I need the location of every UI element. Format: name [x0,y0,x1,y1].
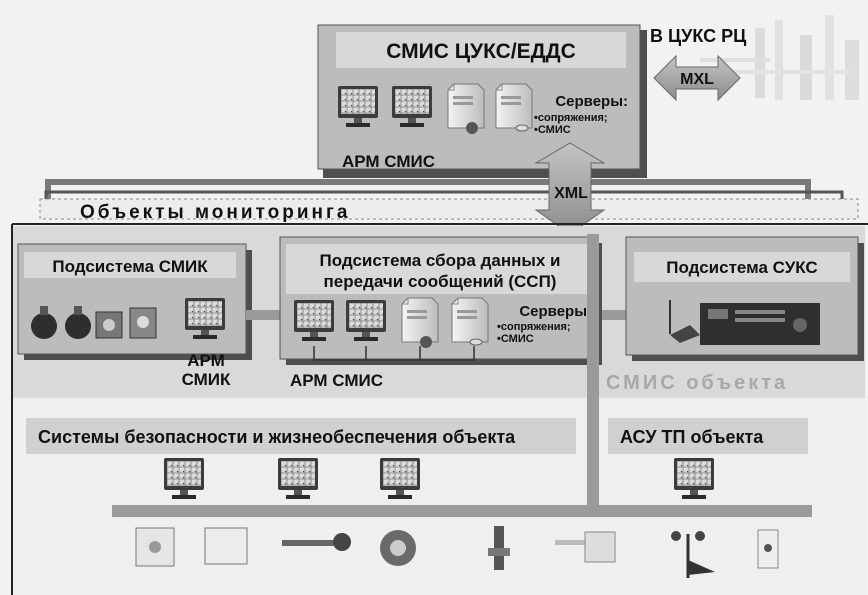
mxl-arrow-label: MXL [680,71,714,88]
server-icon [495,83,533,129]
sensor-icon [65,313,91,339]
ssp-servers-item-2: •СМИС [497,333,534,345]
ssp-servers-title: Серверы: [519,303,592,320]
top-servers-item-1: •сопряжения; [534,112,608,124]
sensor-icon [488,526,510,570]
smik-title: Подсистема СМИК [52,257,208,276]
xml-arrow-label: XML [554,185,588,202]
sensor-icon [380,530,416,566]
sensor-icon [757,529,779,569]
field-bus [112,505,812,517]
field-devices [135,526,779,578]
server-icon [447,83,485,129]
server-icon [451,297,489,343]
mxl-arrow: MXL [653,54,741,102]
globe-icon [420,336,432,348]
asu-title: АСУ ТП объекта [620,427,764,447]
security-systems-block: Системы безопасности и жизнеобеспечения … [26,418,576,499]
suks-title: Подсистема СУКС [666,258,817,277]
ssp-servers-item-1: •сопряжения; [497,321,571,333]
sensor-icon [129,307,157,339]
top-block-title: СМИС ЦУКС/ЕДДС [386,40,576,63]
top-servers-title: Серверы: [555,93,628,110]
smik-arm-line1: АРМ [187,351,225,370]
sensor-icon [204,527,248,565]
ssp-title-line1: Подсистема сбора данных и [320,251,561,270]
sensor-icon [31,313,57,339]
sensor-icon [282,533,351,551]
xml-arrow: XML [534,142,606,235]
smik-arm-line2: СМИК [182,370,231,389]
monitoring-title: Объекты мониторинга [80,202,350,223]
radio-station-icon [669,300,820,345]
main-trunk-pipe [587,234,599,512]
top-servers-item-2: •СМИС [534,124,571,136]
background-skyline [700,15,859,100]
ssp-panel: Подсистема сбора данных и передачи сообщ… [279,236,602,365]
top-arm-label: АРМ СМИС [342,152,435,171]
suks-panel: Подсистема СУКС [625,236,864,361]
globe-icon [466,122,478,134]
sensor-icon [555,531,616,563]
smis-object-label: СМИС объекта [606,372,788,394]
monitoring-band: Объекты мониторинга [39,179,859,223]
ssp-title-line2: передачи сообщений (ССП) [324,272,557,291]
smik-ssp-connector [246,310,282,320]
asu-block: АСУ ТП объекта [608,418,808,499]
database-icon [515,124,529,132]
database-icon [469,338,483,346]
sensor-icon [95,311,123,339]
ssp-suks-connector [598,310,626,320]
external-target-label: В ЦУКС РЦ [650,26,747,46]
sensor-icon [671,531,715,578]
server-icon [401,297,439,343]
ssp-arm-label: АРМ СМИС [290,371,383,390]
smik-panel: Подсистема СМИК [17,243,252,360]
top-smis-block: СМИС ЦУКС/ЕДДС Серверы: •сопряжения; •СМ… [317,24,647,178]
security-title: Системы безопасности и жизнеобеспечения … [38,427,516,447]
